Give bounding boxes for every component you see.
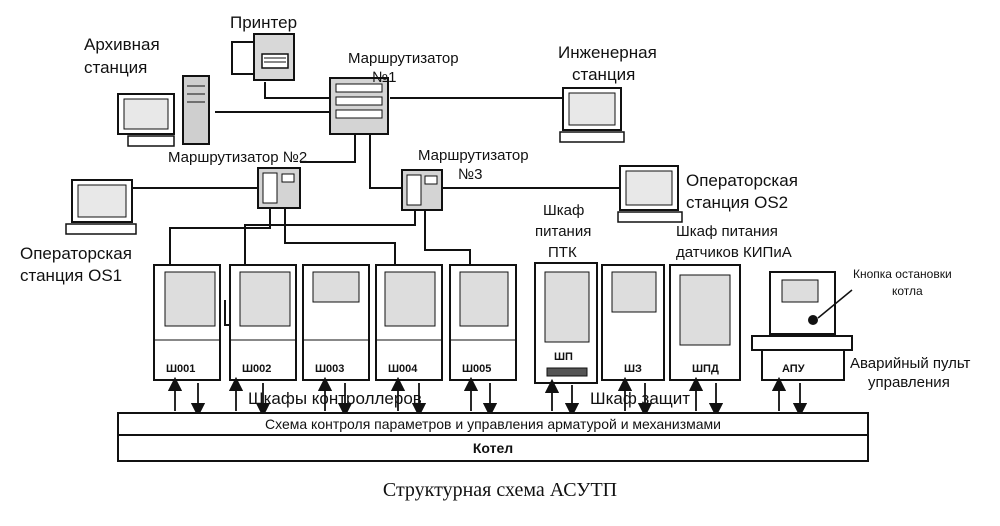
engineering-label-1: Инженерная (558, 43, 657, 62)
cabinet-shp-label: ШП (554, 351, 573, 363)
sensors-power-label-1: Шкаф питания (676, 223, 778, 240)
apu-label: АПУ (782, 363, 805, 375)
cabinet-sh002 (229, 264, 297, 381)
router-2-label: Маршрутизатор №2 (168, 149, 307, 166)
ptk-power-label-3: ПТК (548, 244, 577, 261)
router-1-label-1: Маршрутизатор (348, 50, 459, 67)
cabinet-shz-label: ШЗ (624, 363, 642, 375)
cabinet-sh005 (449, 264, 517, 381)
router-3-label-2: №3 (458, 166, 482, 183)
emergency-panel (751, 271, 853, 381)
cabinet-shpd (669, 264, 741, 381)
cabinet-sh001 (153, 264, 221, 381)
os1-label-2: станция OS1 (20, 266, 122, 285)
cabinet-sh002-label: Ш002 (242, 363, 271, 375)
cabinet-shp (534, 262, 598, 384)
cabinet-sh004-label: Ш004 (388, 363, 418, 375)
ptk-power-label-2: питания (535, 223, 591, 240)
emergency-panel-label-1: Аварийный пульт (850, 355, 971, 372)
os2-label-1: Операторская (686, 171, 798, 190)
cabinet-sh004 (375, 264, 443, 381)
cabinet-sh005-label: Ш005 (462, 363, 491, 375)
protection-group-label: Шкаф защит (590, 389, 690, 408)
printer (231, 33, 295, 81)
stop-button-label-2: котла (892, 284, 923, 298)
os1-label-1: Операторская (20, 244, 132, 263)
operator-station-os2 (617, 165, 683, 223)
router-3-label-1: Маршрутизатор (418, 147, 529, 164)
printer-label: Принтер (230, 13, 297, 32)
signal-arrows (167, 376, 808, 418)
stop-button-icon (808, 315, 818, 325)
os2-label-2: станция OS2 (686, 193, 788, 212)
operator-station-os1 (65, 179, 137, 235)
diagram-caption: Структурная схема АСУТП (383, 479, 617, 501)
control-scheme-label: Схема контроля параметров и управления а… (265, 416, 721, 432)
boiler-bar (117, 434, 869, 462)
router-3 (401, 169, 443, 211)
cabinet-sh001-label: Ш001 (166, 363, 195, 375)
cabinet-shz (601, 264, 665, 381)
router-1 (329, 77, 389, 135)
ptk-power-label-1: Шкаф (543, 202, 584, 219)
controllers-group-label: Шкафы контроллеров (248, 389, 422, 408)
cabinet-shpd-label: ШПД (692, 363, 719, 375)
engineering-station (559, 87, 625, 143)
emergency-panel-label-2: управления (868, 374, 950, 391)
boiler-label: Котел (473, 440, 513, 456)
router-2 (257, 167, 301, 209)
sensors-power-label-2: датчиков КИПиА (676, 244, 792, 261)
archive-label-2: станция (84, 58, 147, 77)
cabinet-sh003 (302, 264, 370, 381)
archive-label-1: Архивная (84, 35, 160, 54)
router-1-label-2: №1 (372, 69, 396, 86)
archive-station (117, 75, 210, 147)
cabinet-sh003-label: Ш003 (315, 363, 344, 375)
engineering-label-2: станция (572, 65, 635, 84)
stop-button-label-1: Кнопка остановки (853, 267, 952, 281)
